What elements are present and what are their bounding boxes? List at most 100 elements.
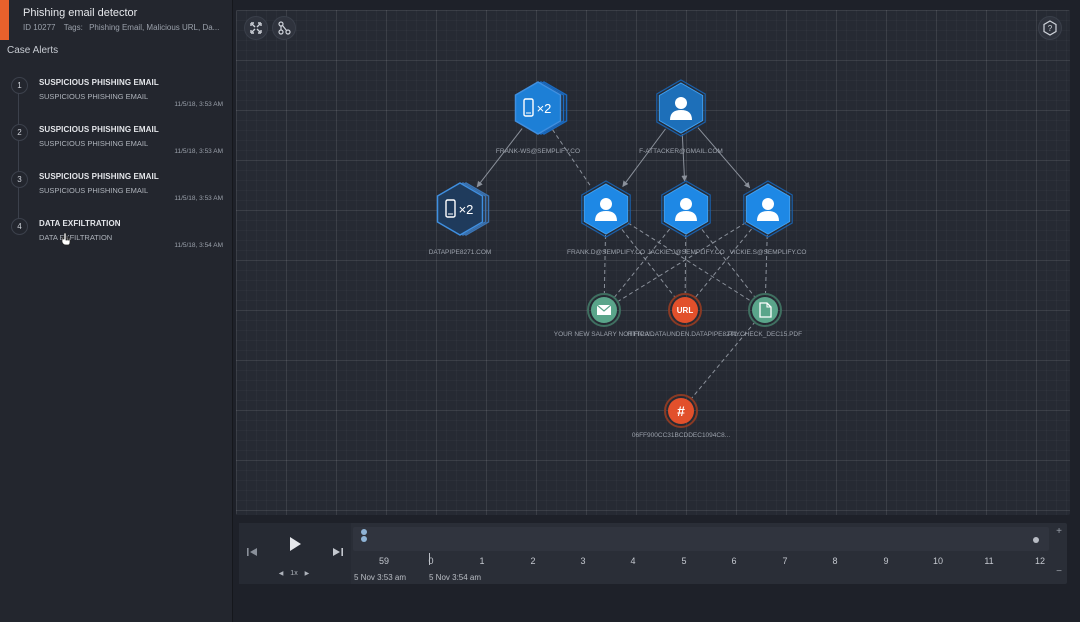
timeline-tick: 9 bbox=[883, 556, 889, 566]
node-label: FRANK.D@SEMPLIFY.CO bbox=[567, 249, 645, 256]
graph-edge bbox=[603, 234, 606, 294]
graph-edge bbox=[701, 229, 755, 297]
speed-up-icon[interactable]: ▶ bbox=[304, 571, 310, 577]
case-title: Phishing email detector bbox=[23, 7, 138, 19]
hierarchy-icon bbox=[278, 21, 291, 35]
timeline-tick: 7 bbox=[782, 556, 788, 566]
timeline-tick: 59 bbox=[378, 556, 390, 566]
timeline-tick: 2 bbox=[530, 556, 536, 566]
graph-edge bbox=[691, 321, 756, 399]
graph-edge bbox=[681, 133, 688, 182]
alert-item[interactable]: 3 SUSPICIOUS PHISHING EMAIL SUSPICIOUS P… bbox=[0, 171, 232, 217]
mobile-device-icon bbox=[523, 98, 534, 117]
step-back-icon[interactable] bbox=[245, 545, 259, 559]
alert-number: 2 bbox=[11, 124, 28, 141]
playback-speed-control[interactable]: ◀ 1x ▶ bbox=[267, 567, 321, 581]
alert-title[interactable]: DATA EXFILTRATION bbox=[39, 219, 121, 228]
layout-button[interactable] bbox=[272, 16, 296, 40]
alert-item[interactable]: 1 SUSPICIOUS PHISHING EMAIL SUSPICIOUS P… bbox=[0, 77, 232, 123]
case-alerts-header: Case Alerts bbox=[7, 45, 59, 56]
timeline-player: ◀ 1x ▶ 59 0 1 2 3 4 5 6 7 8 9 10 11 12 5… bbox=[239, 523, 1067, 584]
graph-edge bbox=[552, 129, 591, 187]
case-priority-accent bbox=[0, 0, 9, 40]
timeline-tick: 1 bbox=[479, 556, 485, 566]
alert-title[interactable]: SUSPICIOUS PHISHING EMAIL bbox=[39, 78, 159, 87]
expand-icon bbox=[250, 22, 262, 34]
zoom-out-icon[interactable]: − bbox=[1056, 566, 1062, 577]
alert-item[interactable]: 4 DATA EXFILTRATION DATA EXFILTRATION 11… bbox=[0, 218, 232, 264]
user-icon bbox=[670, 97, 692, 120]
timeline-date: 5 Nov 3:54 am bbox=[429, 573, 482, 582]
alert-time: 11/5/18, 3:54 AM bbox=[174, 242, 223, 249]
graph-edge bbox=[621, 229, 675, 297]
time-divider bbox=[429, 553, 430, 565]
graph-edge bbox=[765, 234, 768, 294]
playback-speed: 1x bbox=[290, 570, 298, 577]
alert-time: 11/5/18, 3:53 AM bbox=[174, 101, 223, 108]
node-label: HTTP://DATAUNDEN.DATAPIPE8271... bbox=[628, 331, 743, 338]
node-label: F-ATTACKER@GMAIL.COM bbox=[639, 148, 723, 155]
graph-edge bbox=[695, 228, 752, 298]
timeline-date: 5 Nov 3:53 am bbox=[354, 573, 407, 582]
document-icon bbox=[759, 302, 772, 318]
timeline-tick: 5 bbox=[681, 556, 687, 566]
case-tags[interactable]: Phishing Email, Malicious URL, Da... bbox=[89, 23, 220, 32]
alert-number: 1 bbox=[11, 77, 28, 94]
node-label: VICKIE.S@SEMPLIFY.CO bbox=[730, 249, 807, 256]
mobile-device-icon bbox=[445, 199, 456, 218]
graph-edge bbox=[684, 234, 687, 294]
graph-node-vickie[interactable]: VICKIE.S@SEMPLIFY.CO bbox=[730, 180, 807, 256]
zoom-in-icon[interactable]: + bbox=[1056, 526, 1062, 537]
timeline-event-marker[interactable] bbox=[1033, 537, 1039, 543]
timeline-playhead[interactable] bbox=[360, 528, 368, 544]
graph-node-frank[interactable]: FRANK.D@SEMPLIFY.CO bbox=[567, 180, 645, 256]
hand-cursor-icon bbox=[61, 232, 71, 246]
url-icon: URL bbox=[677, 306, 694, 315]
graph-node-url[interactable]: URL HTTP://DATAUNDEN.DATAPIPE8271... bbox=[628, 293, 743, 338]
case-meta: ID 10277 Tags: Phishing Email, Malicious… bbox=[23, 23, 228, 32]
speed-down-icon[interactable]: ◀ bbox=[278, 571, 284, 577]
timeline-tick: 4 bbox=[630, 556, 636, 566]
graph-edge bbox=[627, 222, 751, 302]
timeline-zoom: + − bbox=[1053, 527, 1065, 579]
graph-node-file[interactable]: PAYCHECK_DEC15.PDF bbox=[728, 293, 802, 338]
alert-subtitle: SUSPICIOUS PHISHING EMAIL bbox=[39, 92, 149, 101]
graph-edges bbox=[476, 127, 768, 399]
step-forward-icon[interactable] bbox=[331, 545, 345, 559]
envelope-icon bbox=[596, 304, 612, 315]
graph-edge bbox=[622, 128, 666, 188]
user-icon bbox=[757, 198, 779, 221]
alert-item[interactable]: 2 SUSPICIOUS PHISHING EMAIL SUSPICIOUS P… bbox=[0, 124, 232, 170]
graph-node-attacker[interactable]: F-ATTACKER@GMAIL.COM bbox=[639, 79, 723, 155]
play-icon[interactable] bbox=[286, 535, 304, 553]
timeline-tick: 12 bbox=[1034, 556, 1046, 566]
alert-title[interactable]: SUSPICIOUS PHISHING EMAIL bbox=[39, 172, 159, 181]
node-label: DATAPIPE8271.COM bbox=[429, 249, 492, 256]
graph-node-jackie[interactable]: JACKIE.J@SEMPLIFY.CO bbox=[647, 180, 725, 256]
alert-subtitle: SUSPICIOUS PHISHING EMAIL bbox=[39, 139, 149, 148]
graph-node-hash[interactable]: #06FF900CC31BCDDEC1094C8... bbox=[632, 394, 730, 439]
node-label: JACKIE.J@SEMPLIFY.CO bbox=[647, 249, 724, 256]
case-tags-label: Tags: bbox=[63, 23, 83, 32]
fit-to-screen-button[interactable] bbox=[244, 16, 268, 40]
alert-time: 11/5/18, 3:53 AM bbox=[174, 148, 223, 155]
graph-node-email[interactable]: YOUR NEW SALARY NOTIFICA... bbox=[554, 293, 655, 338]
alert-number: 3 bbox=[11, 171, 28, 188]
help-button[interactable]: ? bbox=[1038, 16, 1062, 40]
node-count: ×2 bbox=[459, 202, 474, 217]
graph-edge bbox=[697, 127, 751, 189]
timeline-controls: ◀ 1x ▶ bbox=[239, 523, 351, 584]
alerts-timeline-line bbox=[18, 84, 19, 224]
hash-icon: # bbox=[677, 403, 685, 419]
alert-number: 4 bbox=[11, 218, 28, 235]
timeline-tick: 6 bbox=[731, 556, 737, 566]
timeline-track[interactable] bbox=[353, 527, 1049, 551]
svg-text:?: ? bbox=[1048, 24, 1053, 33]
alert-title[interactable]: SUSPICIOUS PHISHING EMAIL bbox=[39, 125, 159, 134]
graph-edge bbox=[614, 228, 671, 298]
